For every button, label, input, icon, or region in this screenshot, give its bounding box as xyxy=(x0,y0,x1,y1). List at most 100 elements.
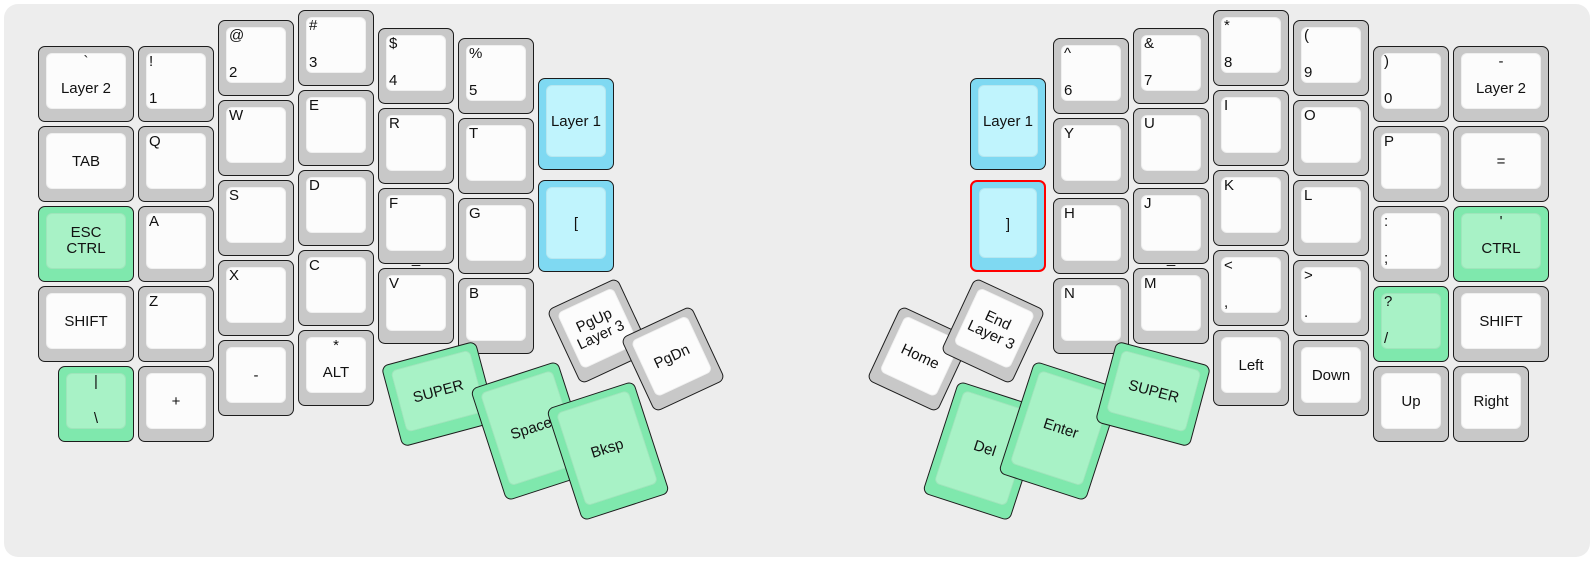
homing-bar-indicator: _ xyxy=(1166,250,1176,267)
key-legend-lower: 0 xyxy=(1384,90,1393,107)
key-r-up[interactable]: Up xyxy=(1373,366,1449,442)
key-l-r[interactable]: R xyxy=(378,108,454,184)
key-l-layer1[interactable]: Layer 1 xyxy=(538,78,614,170)
key-legend-upper: W xyxy=(229,107,244,124)
key-l-minus[interactable]: - xyxy=(218,340,294,416)
key-r-7[interactable]: &7 xyxy=(1133,28,1209,104)
keycap-surface xyxy=(386,35,446,91)
key-r-k[interactable]: K xyxy=(1213,170,1289,246)
keycap-surface xyxy=(306,177,366,233)
keycap-surface xyxy=(1221,337,1281,393)
key-legend-upper: ^ xyxy=(1064,45,1072,62)
key-legend-upper: J xyxy=(1144,195,1152,212)
key-r-semicolon[interactable]: :; xyxy=(1373,206,1449,282)
key-r-6[interactable]: ^6 xyxy=(1053,38,1129,114)
keycap-surface xyxy=(306,17,366,73)
key-legend-center: ESC CTRL xyxy=(66,224,106,257)
key-legend-center: SHIFT xyxy=(1479,313,1523,330)
key-legend-upper: & xyxy=(1144,35,1155,52)
key-l-esc-ctrl[interactable]: ESC CTRL xyxy=(38,206,134,282)
keycap-surface xyxy=(466,285,526,341)
keycap-surface xyxy=(146,213,206,269)
key-r-l[interactable]: L xyxy=(1293,180,1369,256)
key-r-8[interactable]: *8 xyxy=(1213,10,1289,86)
key-r-h[interactable]: H xyxy=(1053,198,1129,274)
key-r-9[interactable]: (9 xyxy=(1293,20,1369,96)
keycap-surface xyxy=(1141,275,1201,331)
key-l-plus[interactable]: + xyxy=(138,366,214,442)
key-r-rbracket[interactable]: ] xyxy=(970,180,1046,272)
key-legend-upper: L xyxy=(1304,187,1313,204)
keycap-surface xyxy=(546,85,606,157)
key-l-shift[interactable]: SHIFT xyxy=(38,286,134,362)
keycap-surface xyxy=(1221,257,1281,313)
key-legend-upper: R xyxy=(389,115,400,132)
key-l-5[interactable]: %5 xyxy=(458,38,534,114)
key-legend-lower: 7 xyxy=(1144,72,1153,89)
key-l-e[interactable]: E xyxy=(298,90,374,166)
key-r-minus-layer2[interactable]: -Layer 2 xyxy=(1453,46,1549,122)
key-l-c[interactable]: C xyxy=(298,250,374,326)
key-l-2[interactable]: @2 xyxy=(218,20,294,96)
key-l-g[interactable]: G xyxy=(458,198,534,274)
key-legend-upper: X xyxy=(229,267,240,284)
key-l-t[interactable]: T xyxy=(458,118,534,194)
key-legend-center: ALT xyxy=(322,364,350,381)
key-l-a[interactable]: A xyxy=(138,206,214,282)
key-legend-upper: O xyxy=(1304,107,1316,124)
key-r-right[interactable]: Right xyxy=(1453,366,1529,442)
key-r-shift[interactable]: SHIFT xyxy=(1453,286,1549,362)
key-r-o[interactable]: O xyxy=(1293,100,1369,176)
key-l-q[interactable]: Q xyxy=(138,126,214,202)
key-l-z[interactable]: Z xyxy=(138,286,214,362)
key-l-w[interactable]: W xyxy=(218,100,294,176)
key-l-x[interactable]: X xyxy=(218,260,294,336)
key-l-4[interactable]: $4 xyxy=(378,28,454,104)
key-legend-center: ] xyxy=(1005,216,1011,233)
key-r-m[interactable]: M xyxy=(1133,268,1209,344)
key-legend-center: + xyxy=(171,393,181,410)
key-r-down[interactable]: Down xyxy=(1293,340,1369,416)
key-legend-upper: M xyxy=(1144,275,1157,292)
key-r-quote-ctrl[interactable]: 'CTRL xyxy=(1453,206,1549,282)
key-l-f[interactable]: F_ xyxy=(378,188,454,266)
key-l-pipe-backslash[interactable]: |\ xyxy=(58,366,134,442)
key-l-v[interactable]: V xyxy=(378,268,454,344)
key-r-i[interactable]: I xyxy=(1213,90,1289,166)
key-l-1[interactable]: !1 xyxy=(138,46,214,122)
key-legend-upper: ( xyxy=(1304,27,1309,44)
key-l-tab[interactable]: TAB xyxy=(38,126,134,202)
keycap-surface xyxy=(1461,373,1521,429)
key-r-u[interactable]: U xyxy=(1133,108,1209,184)
key-l-lbracket[interactable]: [ xyxy=(538,180,614,272)
key-r-equals[interactable]: = xyxy=(1453,126,1549,202)
key-l-3[interactable]: #3 xyxy=(298,10,374,86)
key-legend-center: = xyxy=(1496,153,1506,170)
key-legend-upper: Z xyxy=(149,293,159,310)
key-r-layer1[interactable]: Layer 1 xyxy=(970,78,1046,170)
key-l-alt[interactable]: *ALT xyxy=(298,330,374,406)
keycap-surface xyxy=(466,205,526,261)
key-legend-center: Layer 1 xyxy=(982,113,1034,130)
key-r-y[interactable]: Y xyxy=(1053,118,1129,194)
key-l-grave-layer2[interactable]: `Layer 2 xyxy=(38,46,134,122)
key-r-0[interactable]: )0 xyxy=(1373,46,1449,122)
key-r-comma[interactable]: <, xyxy=(1213,250,1289,326)
key-r-period[interactable]: >. xyxy=(1293,260,1369,336)
key-l-d[interactable]: D xyxy=(298,170,374,246)
keycap-surface xyxy=(46,213,126,269)
key-r-slash[interactable]: ?/ xyxy=(1373,286,1449,362)
key-l-s[interactable]: S xyxy=(218,180,294,256)
key-r-left[interactable]: Left xyxy=(1213,330,1289,406)
key-legend-center: - xyxy=(253,367,259,384)
keycap-surface xyxy=(146,133,206,189)
keycap-surface xyxy=(46,133,126,189)
key-r-j[interactable]: J_ xyxy=(1133,188,1209,267)
key-legend-upper: U xyxy=(1144,115,1155,132)
key-r-p[interactable]: P xyxy=(1373,126,1449,202)
keycap-surface xyxy=(1461,133,1541,189)
key-r-n[interactable]: N xyxy=(1053,278,1129,354)
key-legend-upper: V xyxy=(389,275,400,292)
keycap-surface xyxy=(146,53,206,109)
